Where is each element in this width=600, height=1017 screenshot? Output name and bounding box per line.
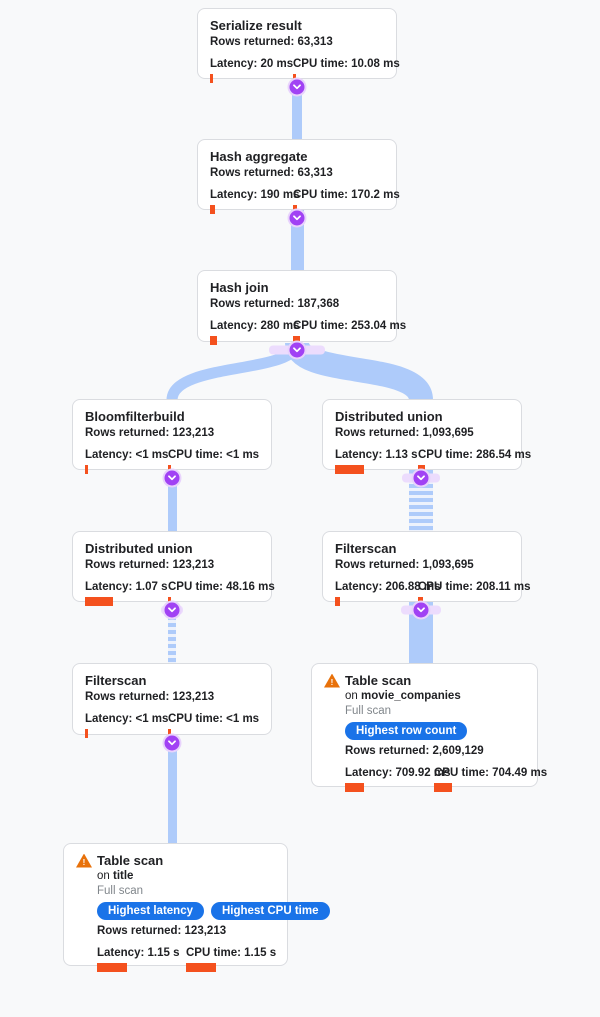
cpu-time-bar xyxy=(418,465,426,474)
cpu-time-label: CPU time: 253.04 ms xyxy=(293,320,407,332)
edge-filterscan-tablescan-left xyxy=(168,736,177,844)
latency-bar xyxy=(85,729,88,738)
cpu-time-label: CPU time: 170.2 ms xyxy=(293,189,400,201)
chevron-down-icon[interactable] xyxy=(413,470,429,486)
latency-label: Latency: 280 ms xyxy=(210,320,300,332)
chevron-down-icon[interactable] xyxy=(164,735,180,751)
latency-label: Latency: 709.92 ms xyxy=(345,767,451,779)
latency-label: Latency: <1 ms xyxy=(85,449,169,461)
latency-bar xyxy=(85,597,113,606)
rows-returned: Rows returned: 123,213 xyxy=(85,427,215,439)
chevron-down-icon[interactable] xyxy=(289,342,305,358)
node-title: Filterscan xyxy=(335,541,397,556)
latency-label: Latency: 206.88 ms xyxy=(335,581,441,593)
chevron-down-icon[interactable] xyxy=(164,602,180,618)
chevron-down-icon[interactable] xyxy=(289,79,305,95)
plan-node-hash-join[interactable]: Hash join Rows returned: 187,368 Latency… xyxy=(197,270,406,345)
cpu-time-bar xyxy=(168,729,171,738)
cpu-time-label: CPU time: <1 ms xyxy=(168,449,260,461)
plan-node-distributed-union-left[interactable]: Distributed union Rows returned: 123,213… xyxy=(72,531,275,606)
plan-node-bloomfilterbuild[interactable]: Bloomfilterbuild Rows returned: 123,213 … xyxy=(72,399,272,474)
table-name-line: on title xyxy=(97,870,134,882)
chevron-down-icon[interactable] xyxy=(164,470,180,486)
table-name-line: on movie_companies xyxy=(345,690,461,702)
latency-label: Latency: 1.15 s xyxy=(97,947,180,959)
scan-type-label: Full scan xyxy=(345,705,392,717)
latency-bar xyxy=(335,465,365,474)
warning-icon: ! xyxy=(324,673,340,688)
chevron-down-icon[interactable] xyxy=(413,602,429,618)
node-title: Filterscan xyxy=(85,673,147,688)
edge-bloomfilter-distributedunion xyxy=(168,470,177,532)
node-title: Table scan xyxy=(97,853,164,868)
cpu-time-label: CPU time: 704.49 ms xyxy=(434,767,548,779)
latency-bar xyxy=(85,465,88,474)
rows-returned: Rows returned: 63,313 xyxy=(210,36,333,48)
rows-returned: Rows returned: 1,093,695 xyxy=(335,427,474,439)
rows-returned: Rows returned: 123,213 xyxy=(85,691,215,703)
cpu-time-bar xyxy=(434,783,453,792)
cpu-time-bar xyxy=(186,963,216,972)
chevron-down-icon[interactable] xyxy=(289,210,305,226)
plan-node-table-scan-movie-companies[interactable]: ! Table scan on movie_companies Full sca… xyxy=(311,663,547,792)
latency-bar xyxy=(345,783,364,792)
cpu-time-label: CPU time: 48.16 ms xyxy=(168,581,275,593)
plan-node-filterscan-right[interactable]: Filterscan Rows returned: 1,093,695 Late… xyxy=(322,531,531,606)
cpu-time-bar xyxy=(418,597,424,606)
plan-node-hash-aggregate[interactable]: Hash aggregate Rows returned: 63,313 Lat… xyxy=(197,139,400,214)
rows-returned: Rows returned: 63,313 xyxy=(210,167,333,179)
badge-highest-cpu-time: Highest CPU time xyxy=(211,902,330,920)
plan-node-table-scan-title[interactable]: ! Table scan on title Full scan Highest … xyxy=(63,843,330,972)
cpu-time-label: CPU time: 10.08 ms xyxy=(293,58,400,70)
node-title: Distributed union xyxy=(335,409,443,424)
latency-label: Latency: 1.07 s xyxy=(85,581,168,593)
latency-label: Latency: 190 ms xyxy=(210,189,300,201)
cpu-time-bar xyxy=(168,597,171,606)
plan-node-distributed-union-right[interactable]: Distributed union Rows returned: 1,093,6… xyxy=(322,399,531,474)
latency-bar xyxy=(335,597,341,606)
plan-node-serialize-result[interactable]: Serialize result Rows returned: 63,313 L… xyxy=(197,8,400,83)
rows-returned: Rows returned: 2,609,129 xyxy=(345,745,484,757)
edge-distributedunion-filterscan-left xyxy=(168,602,176,664)
rows-returned: Rows returned: 1,093,695 xyxy=(335,559,474,571)
latency-label: Latency: <1 ms xyxy=(85,713,169,725)
cpu-time-bar xyxy=(293,74,296,83)
node-title: Bloomfilterbuild xyxy=(85,409,185,424)
edge-serialize-hashaggregate xyxy=(292,79,302,140)
node-title: Serialize result xyxy=(210,18,302,33)
scan-type-label: Full scan xyxy=(97,885,144,897)
badge-highest-latency: Highest latency xyxy=(97,902,204,920)
cpu-time-bar xyxy=(293,205,298,214)
badge-highest-row-count: Highest row count xyxy=(345,722,468,740)
cpu-time-label: CPU time: 286.54 ms xyxy=(418,449,532,461)
latency-label: Latency: 20 ms xyxy=(210,58,294,70)
node-title: Hash aggregate xyxy=(210,149,308,164)
rows-returned: Rows returned: 187,368 xyxy=(210,298,340,310)
latency-bar xyxy=(210,74,213,83)
warning-icon: ! xyxy=(76,853,92,868)
node-title: Hash join xyxy=(210,280,269,295)
cpu-time-label: CPU time: 208.11 ms xyxy=(418,581,531,593)
plan-node-filterscan-left[interactable]: Filterscan Rows returned: 123,213 Latenc… xyxy=(72,663,272,738)
latency-label: Latency: 1.13 s xyxy=(335,449,418,461)
rows-returned: Rows returned: 123,213 xyxy=(85,559,215,571)
latency-bar xyxy=(210,205,215,214)
cpu-time-label: CPU time: 1.15 s xyxy=(186,947,277,959)
cpu-time-bar xyxy=(168,465,171,474)
node-title: Distributed union xyxy=(85,541,193,556)
cpu-time-label: CPU time: <1 ms xyxy=(168,713,260,725)
latency-bar xyxy=(97,963,127,972)
rows-returned: Rows returned: 123,213 xyxy=(97,925,227,937)
latency-bar xyxy=(210,336,218,345)
node-title: Table scan xyxy=(345,673,412,688)
